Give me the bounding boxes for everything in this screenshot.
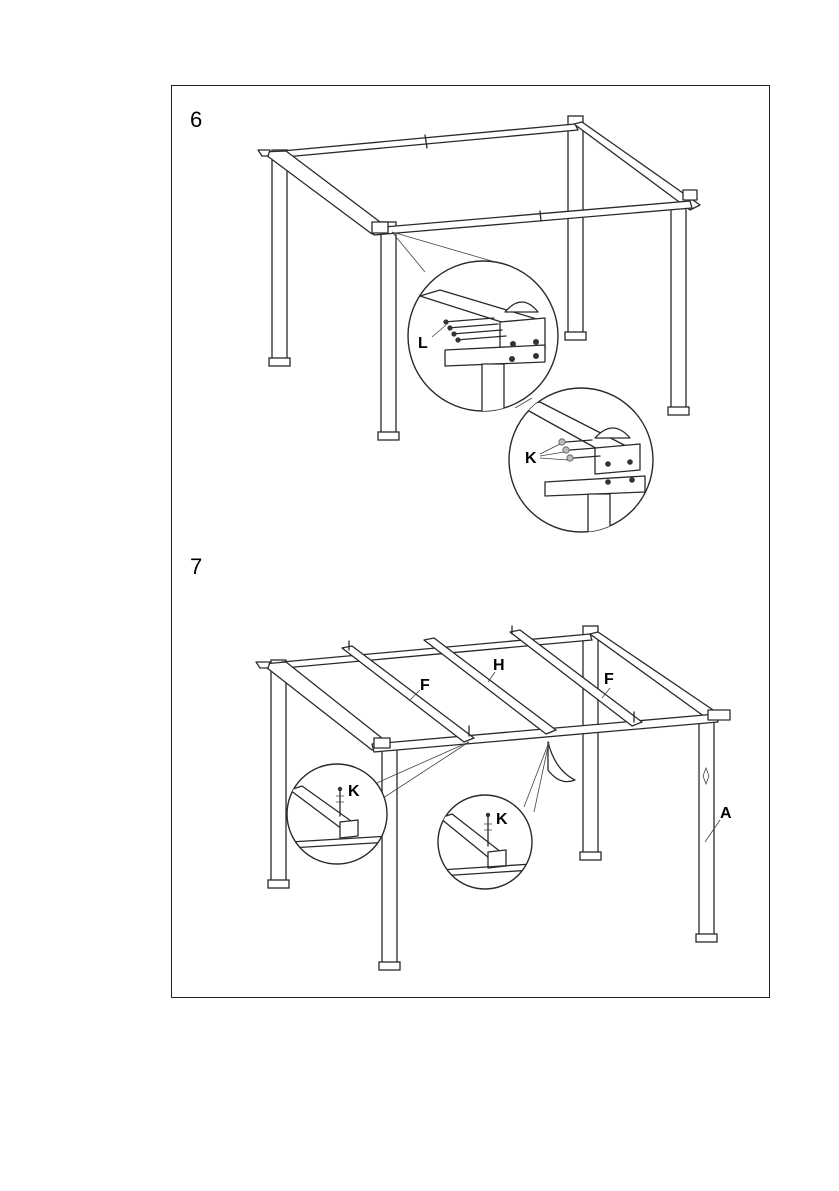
detail-zoom-k: K	[509, 388, 653, 554]
post-base	[565, 332, 586, 340]
post-front-left	[381, 222, 396, 438]
post-base	[269, 358, 290, 366]
fabric-drape	[548, 742, 575, 782]
detail-zoom-k-right: K	[438, 795, 532, 889]
post-back-right	[568, 116, 583, 338]
label-f-left: F	[420, 677, 430, 694]
label-f-right: F	[604, 671, 614, 688]
post-base	[696, 934, 717, 942]
post-base	[668, 407, 689, 415]
post-base	[580, 852, 601, 860]
post-front-right	[671, 203, 686, 413]
step-6-number: 6	[190, 107, 202, 132]
label-h: H	[493, 657, 505, 674]
post-back-right	[583, 626, 598, 858]
callout-k-right: K	[496, 811, 508, 828]
post-front-right	[699, 716, 714, 940]
step-7-number: 7	[190, 554, 202, 579]
frame-beams	[258, 122, 700, 235]
post-base	[379, 962, 400, 970]
post-back-left	[272, 150, 287, 364]
post-back-left	[271, 660, 286, 886]
callout-l: L	[418, 335, 428, 352]
detail-zoom-l: L	[408, 261, 558, 424]
post-base	[268, 880, 289, 888]
detail-zoom-k-left: K	[287, 764, 390, 864]
callout-k-left: K	[348, 783, 360, 800]
step-6-group: 6	[190, 107, 700, 554]
post-base	[378, 432, 399, 440]
label-a: A	[720, 805, 732, 822]
callout-k: K	[525, 450, 537, 467]
step-7-group: 7	[190, 554, 732, 970]
